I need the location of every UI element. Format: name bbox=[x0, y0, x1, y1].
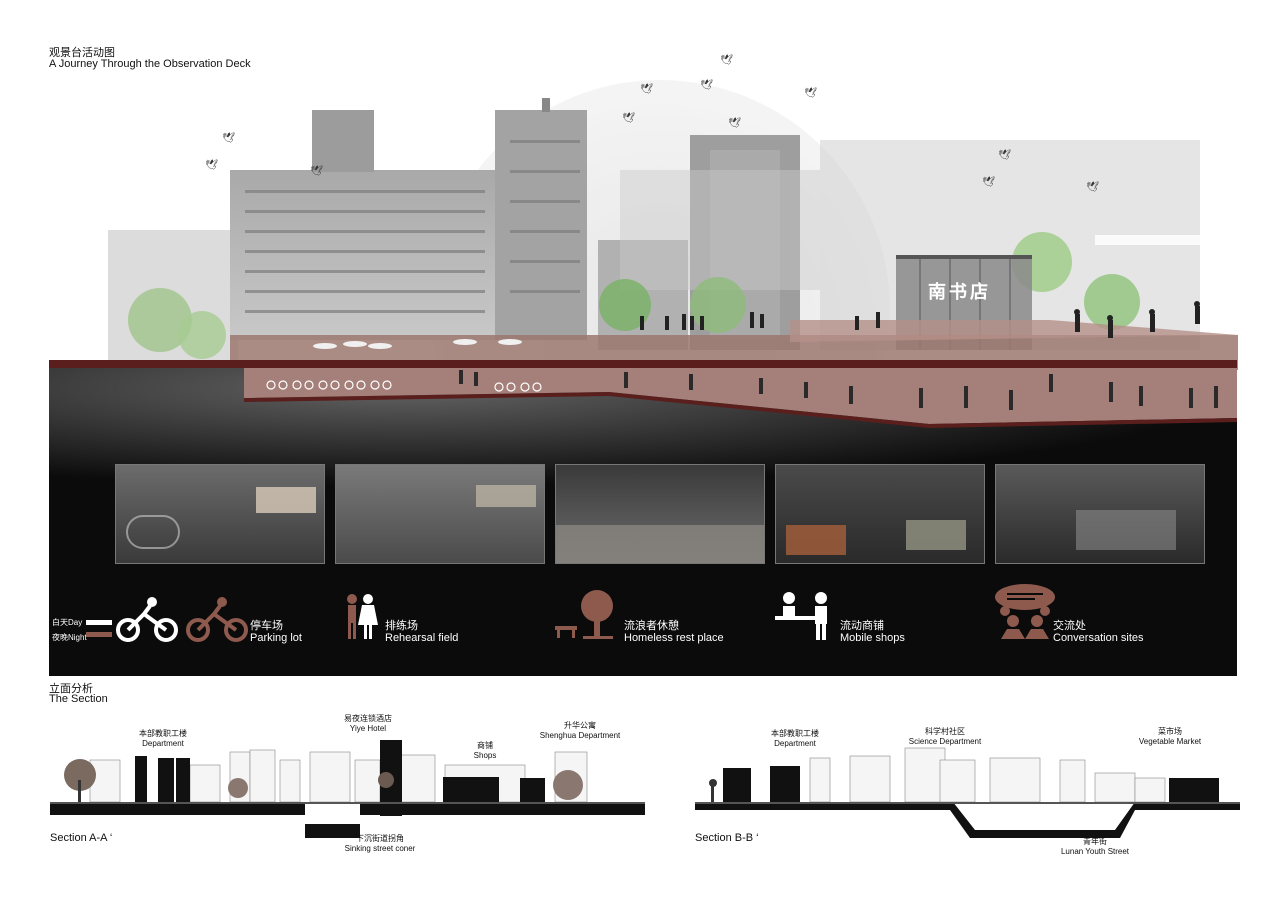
section-b-label-2: 科学村社区 Science Department bbox=[908, 727, 982, 746]
section-b-label-4: 青年街 Lunan Youth Street bbox=[1060, 837, 1130, 856]
section-a-label-1: 本部教职工楼 Department bbox=[139, 729, 187, 748]
day-label: 白天Day bbox=[52, 618, 83, 627]
legend-conversation-en: Conversation sites bbox=[1053, 632, 1144, 644]
photo-mobile-shops bbox=[775, 464, 985, 564]
chat-people-icon bbox=[993, 583, 1057, 646]
tree-bench-icon bbox=[555, 588, 619, 647]
legend-parking-en: Parking lot bbox=[250, 632, 302, 644]
title-en: A Journey Through the Observation Deck bbox=[49, 58, 251, 70]
section-a-label-4: 升华公寓 Shenghua Department bbox=[539, 721, 621, 740]
umbrellas bbox=[313, 339, 522, 349]
deck-slab bbox=[49, 360, 1237, 368]
day-bar bbox=[86, 620, 112, 625]
tree-middle bbox=[599, 279, 651, 331]
bird-icon: 🕊 bbox=[222, 133, 235, 144]
bird-icon: 🕊 bbox=[205, 160, 218, 171]
section-b-label-1: 本部教职工楼 Department bbox=[771, 729, 819, 748]
photo-parking bbox=[115, 464, 325, 564]
bird-icon: 🕊 bbox=[998, 150, 1011, 161]
bird-icon: 🕊 bbox=[982, 177, 995, 188]
vendor-icon bbox=[775, 590, 837, 647]
bird-icon: 🕊 bbox=[804, 88, 817, 99]
legend-parking-cn: 停车场 bbox=[250, 620, 283, 632]
title-cn: 观景台活动图 bbox=[49, 47, 115, 59]
section-b-title: Section B-B ‘ bbox=[695, 832, 759, 844]
section-b-label-3: 菜市场 Vegetable Market bbox=[1138, 727, 1202, 746]
cityscape-collage bbox=[50, 80, 1238, 370]
bird-icon: 🕊 bbox=[622, 113, 635, 124]
bird-icon: 🕊 bbox=[700, 80, 713, 91]
legend-rehearsal-cn: 排练场 bbox=[385, 620, 418, 632]
photo-homeless bbox=[555, 464, 765, 564]
legend-homeless-cn: 流浪者休憩 bbox=[624, 620, 679, 632]
bird-icon: 🕊 bbox=[720, 55, 733, 66]
dancers-icon bbox=[340, 593, 380, 646]
section-b-drawing bbox=[695, 738, 1240, 843]
upper-deck-people bbox=[640, 301, 1200, 338]
bird-icon: 🕊 bbox=[1086, 182, 1099, 193]
section-title-cn: 立面分析 bbox=[49, 683, 93, 695]
corridor-people bbox=[459, 370, 1218, 410]
underground-corridor bbox=[244, 368, 1237, 424]
photo-rehearsal bbox=[335, 464, 545, 564]
section-a-label-3: 商铺 Shops bbox=[473, 741, 497, 760]
legend-shops-en: Mobile shops bbox=[840, 632, 905, 644]
legend-conversation-cn: 交流处 bbox=[1053, 620, 1086, 632]
bird-icon: 🕊 bbox=[728, 118, 741, 129]
section-a-title: Section A-A ‘ bbox=[50, 832, 113, 844]
bird-icon: 🕊 bbox=[640, 84, 653, 95]
parked-bikes bbox=[266, 380, 542, 392]
section-a-drawing bbox=[50, 740, 645, 845]
section-title-en: The Section bbox=[49, 693, 108, 705]
legend-shops-cn: 流动商铺 bbox=[840, 620, 884, 632]
section-a-label-2: 易夜连锁酒店 Yiye Hotel bbox=[344, 714, 392, 733]
bicycle-icon bbox=[114, 596, 254, 647]
legend-homeless-en: Homeless rest place bbox=[624, 632, 724, 644]
night-label: 夜晚Night bbox=[52, 633, 87, 642]
bird-icon: 🕊 bbox=[310, 166, 323, 177]
legend-rehearsal-en: Rehearsal field bbox=[385, 632, 459, 644]
night-bar bbox=[86, 632, 112, 637]
bookstore-sign: 南书店 bbox=[928, 282, 991, 302]
tree-left bbox=[128, 288, 192, 352]
section-a-label-5: 下沉街道拐角 Sinking street coner bbox=[344, 834, 416, 853]
photo-conversation bbox=[995, 464, 1205, 564]
